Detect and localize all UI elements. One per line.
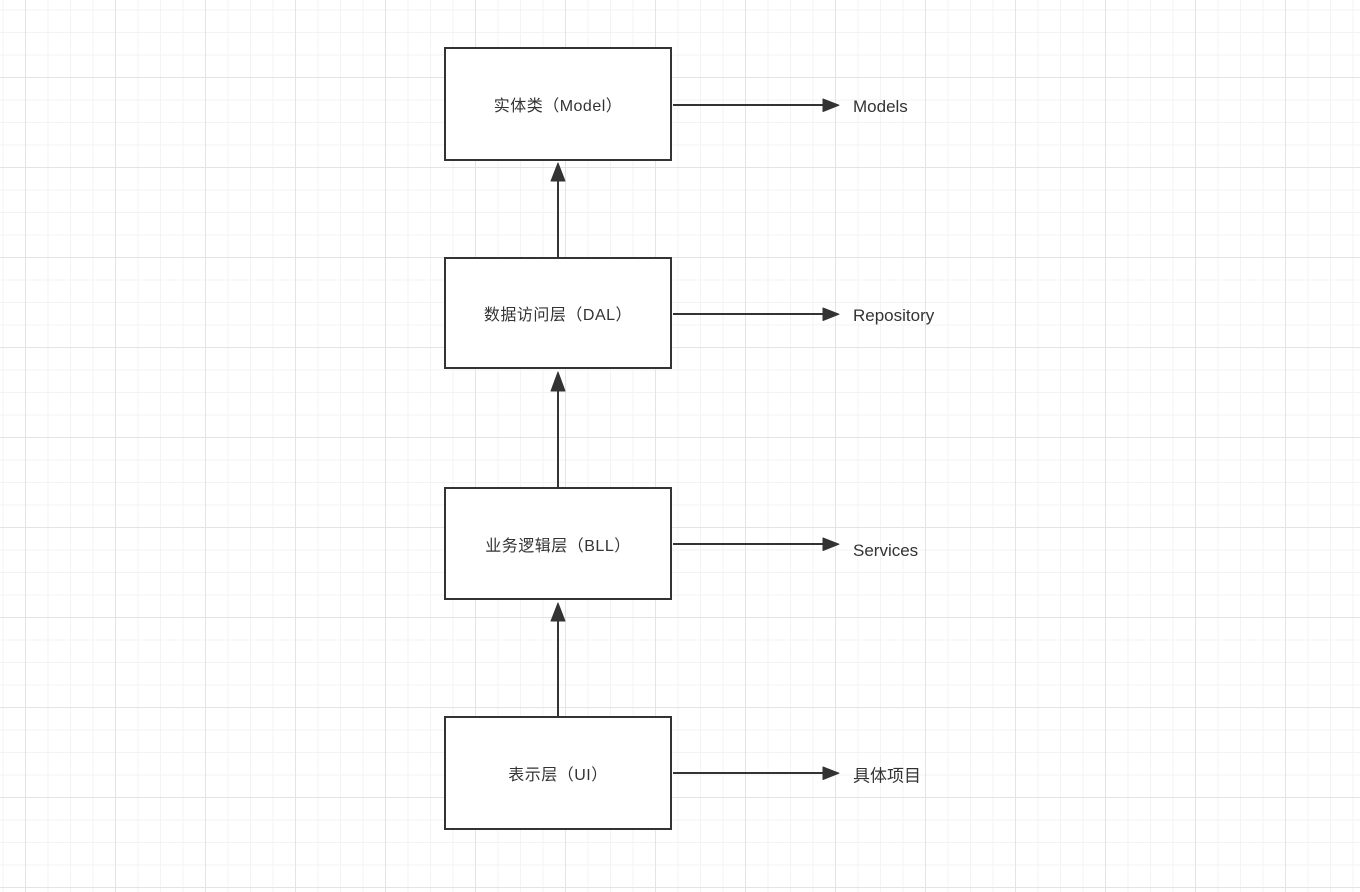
arrow-model-to-models[interactable] (673, 98, 840, 112)
node-ui-label: 表示层（UI） (508, 767, 608, 784)
node-bll[interactable]: 业务逻辑层（BLL） (444, 487, 672, 600)
node-ui[interactable]: 表示层（UI） (444, 716, 672, 830)
node-model[interactable]: 实体类（Model） (444, 47, 672, 161)
arrow-dal-to-model-up[interactable] (550, 162, 566, 257)
node-model-label: 实体类（Model） (493, 98, 623, 115)
arrow-dal-to-repository[interactable] (673, 307, 840, 321)
arrow-bll-to-services[interactable] (673, 537, 840, 551)
node-dal-label: 数据访问层（DAL） (483, 307, 633, 324)
arrow-bll-to-dal-up[interactable] (550, 371, 566, 487)
side-label-project[interactable]: 具体项目 (853, 766, 921, 786)
side-label-models[interactable]: Models (853, 97, 908, 116)
node-dal[interactable]: 数据访问层（DAL） (444, 257, 672, 369)
side-label-services[interactable]: Services (853, 541, 919, 560)
side-label-repository[interactable]: Repository (853, 306, 935, 325)
arrow-ui-to-bll-up[interactable] (550, 602, 566, 716)
arrow-ui-to-project[interactable] (673, 766, 840, 780)
node-bll-label: 业务逻辑层（BLL） (485, 537, 631, 555)
